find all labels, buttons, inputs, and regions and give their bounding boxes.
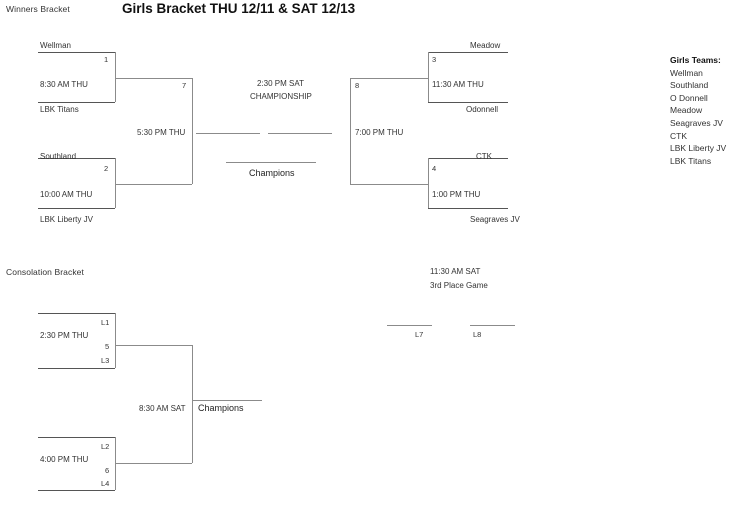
consolation-winner-label: Champions xyxy=(198,403,244,413)
match-2-top-team: Southland xyxy=(40,152,77,161)
match-3-seed: 3 xyxy=(432,55,437,64)
championship-left-slot-line xyxy=(196,133,260,134)
consolation-match-5-bottom-line xyxy=(38,368,115,369)
consolation-match-6-bottom-line xyxy=(38,490,115,491)
match-1-seed: 1 xyxy=(104,55,109,64)
match-2-right-line xyxy=(115,158,116,208)
consolation-match-6-time: 4:00 PM THU xyxy=(40,455,89,464)
match-3-top-team: Meadow xyxy=(470,41,501,50)
consolation-match-5-top-slot: L1 xyxy=(101,318,110,327)
team-list-item: O Donnell xyxy=(670,92,708,103)
match-2-bottom-line xyxy=(38,208,115,209)
teams-panel: Girls Teams: Wellman Southland O Donnell… xyxy=(670,54,726,167)
match-3-top-line xyxy=(428,52,508,53)
consolation-match-6-top-line xyxy=(38,437,115,438)
match-4-top-team: CTK xyxy=(476,152,492,161)
consolation-match-6-top-slot: L2 xyxy=(101,442,110,451)
consolation-bracket-label: Consolation Bracket xyxy=(6,267,84,277)
consolation-match-5-time: 2:30 PM THU xyxy=(40,331,89,340)
match-2-time: 10:00 AM THU xyxy=(40,190,93,199)
consolation-winner-line xyxy=(192,400,262,401)
match-4-time: 1:00 PM THU xyxy=(432,190,481,199)
consolation-match-5-right-line xyxy=(115,313,116,368)
championship-right-slot-line xyxy=(268,133,332,134)
semifinal-right-top-line xyxy=(350,78,428,79)
semifinal-left-bottom-line xyxy=(115,184,192,185)
match-3-left-line xyxy=(428,52,429,102)
match-3-bottom-team: Odonnell xyxy=(466,105,499,114)
consolation-final-right-line xyxy=(192,345,193,463)
team-list-item: LBK Liberty JV xyxy=(670,143,727,154)
consolation-final-time: 8:30 AM SAT xyxy=(139,404,186,413)
consolation-match-6-seed: 6 xyxy=(105,466,110,475)
match-1-time: 8:30 AM THU xyxy=(40,80,88,89)
team-list-item: Seagraves JV xyxy=(670,117,723,128)
championship-winner-line xyxy=(226,162,316,163)
championship-winner-label: Champions xyxy=(249,168,295,178)
match-4-bottom-team: Seagraves JV xyxy=(470,215,520,224)
team-list-item: Wellman xyxy=(670,67,703,78)
third-place-right-slot-line xyxy=(470,325,515,326)
consolation-final-bottom-line xyxy=(115,463,192,464)
team-list-item: Southland xyxy=(670,80,709,91)
semifinal-left-seed: 7 xyxy=(182,81,187,90)
semifinal-right-bottom-line xyxy=(350,184,428,185)
third-place-right-slot: L8 xyxy=(473,330,482,339)
team-list-item: Meadow xyxy=(670,105,703,116)
third-place-time: 11:30 AM SAT xyxy=(430,267,481,276)
match-4-bottom-line xyxy=(428,208,508,209)
consolation-match-6-bottom-slot: L4 xyxy=(101,479,110,488)
championship-time: 2:30 PM SAT xyxy=(257,79,304,88)
third-place-left-slot-line xyxy=(387,325,432,326)
match-1-right-line xyxy=(115,52,116,102)
page-title: Girls Bracket THU 12/11 & SAT 12/13 xyxy=(122,1,356,16)
match-2-seed: 2 xyxy=(104,164,109,173)
semifinal-left-time: 5:30 PM THU xyxy=(137,128,186,137)
match-1-top-team: Wellman xyxy=(40,41,71,50)
consolation-match-5-top-line xyxy=(38,313,115,314)
winners-bracket-label: Winners Bracket xyxy=(6,4,70,14)
match-4-seed: 4 xyxy=(432,164,437,173)
match-4-left-line xyxy=(428,158,429,208)
match-1-bottom-line xyxy=(38,102,115,103)
third-place-left-slot: L7 xyxy=(415,330,424,339)
team-list-item: LBK Titans xyxy=(670,155,712,166)
match-2-top-line xyxy=(38,158,115,159)
match-4-top-line xyxy=(428,158,508,159)
match-1-top-line xyxy=(38,52,115,53)
semifinal-right-left-line xyxy=(350,78,351,184)
consolation-match-5-seed: 5 xyxy=(105,342,110,351)
team-list-item: CTK xyxy=(670,130,687,141)
teams-panel-heading: Girls Teams: xyxy=(670,55,721,65)
consolation-final-top-line xyxy=(115,345,192,346)
third-place-name: 3rd Place Game xyxy=(430,281,488,290)
match-1-bottom-team: LBK Titans xyxy=(40,105,79,114)
semifinal-right-seed: 8 xyxy=(355,81,360,90)
semifinal-left-right-line xyxy=(192,78,193,184)
match-3-time: 11:30 AM THU xyxy=(432,80,484,89)
consolation-match-5-bottom-slot: L3 xyxy=(101,356,110,365)
championship-name: CHAMPIONSHIP xyxy=(250,92,312,101)
semifinal-left-top-line xyxy=(115,78,192,79)
match-2-bottom-team: LBK Liberty JV xyxy=(40,215,93,224)
semifinal-right-time: 7:00 PM THU xyxy=(355,128,404,137)
match-3-bottom-line xyxy=(428,102,508,103)
